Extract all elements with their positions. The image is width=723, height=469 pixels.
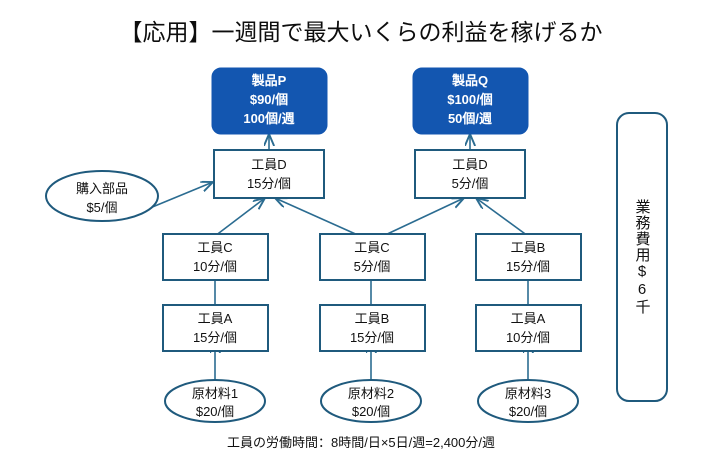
worker-a-left-box[interactable] — [162, 304, 269, 352]
connector-workercmiddle-to-workerdright — [382, 198, 464, 237]
connector-purchasedpart-to-workerdleft — [149, 182, 213, 209]
product-q-name: 製品Q — [451, 73, 488, 88]
worker-d-left-name: 工員D — [251, 157, 286, 172]
product-q-price: $100/個 — [447, 92, 493, 107]
worker-b-right-rate: 15分/個 — [506, 259, 550, 274]
product-p-box[interactable] — [211, 67, 328, 135]
node-worker-c-middle[interactable]: 工員C 5分/個 — [319, 233, 426, 281]
worker-c-middle-rate: 5分/個 — [354, 259, 391, 274]
worker-b-right-name: 工員B — [511, 240, 546, 255]
material-1-name: 原材料1 — [192, 386, 238, 401]
purchased-part-name: 購入部品 — [76, 181, 128, 196]
node-worker-c-left[interactable]: 工員C 10分/個 — [162, 233, 269, 281]
node-product-p[interactable]: 製品P $90/個 100個/週 — [211, 67, 328, 135]
node-material-1[interactable]: 原材料1 $20/個 — [164, 379, 266, 423]
node-worker-d-left[interactable]: 工員D 15分/個 — [213, 149, 325, 199]
node-product-q[interactable]: 製品Q $100/個 50個/週 — [412, 67, 529, 135]
product-q-box[interactable] — [412, 67, 529, 135]
worker-b-middle-rate: 15分/個 — [350, 330, 394, 345]
material-2-ellipse[interactable] — [320, 379, 422, 423]
worker-d-right-rate: 5分/個 — [452, 176, 489, 191]
purchased-part-ellipse[interactable] — [45, 170, 159, 222]
product-p-name: 製品P — [251, 73, 287, 88]
worker-a-left-name: 工員A — [198, 311, 233, 326]
connector-workercmiddle-to-workerdleft — [275, 198, 361, 237]
worker-b-middle-name: 工員B — [355, 311, 390, 326]
worker-d-right-box[interactable] — [414, 149, 526, 199]
worker-a-right-rate: 10分/個 — [506, 330, 550, 345]
worker-a-right-box[interactable] — [475, 304, 582, 352]
product-p-price: $90/個 — [250, 92, 288, 107]
node-worker-b-right[interactable]: 工員B 15分/個 — [475, 233, 582, 281]
worker-c-middle-box[interactable] — [319, 233, 426, 281]
worker-c-middle-name: 工員C — [354, 240, 389, 255]
worker-d-right-name: 工員D — [452, 157, 487, 172]
node-worker-a-left[interactable]: 工員A 15分/個 — [162, 304, 269, 352]
node-material-2[interactable]: 原材料2 $20/個 — [320, 379, 422, 423]
operating-cost-box[interactable] — [616, 112, 668, 402]
worker-c-left-rate: 10分/個 — [193, 259, 237, 274]
material-1-ellipse[interactable] — [164, 379, 266, 423]
working-hours-caption: 工員の労働時間：8時間/日×5日/週=2,400分/週 — [227, 435, 495, 450]
material-3-ellipse[interactable] — [477, 379, 579, 423]
node-purchased-part[interactable]: 購入部品 $5/個 — [45, 170, 159, 222]
product-p-volume: 100個/週 — [243, 111, 294, 126]
material-2-price: $20/個 — [352, 404, 390, 419]
material-2-name: 原材料2 — [348, 386, 394, 401]
material-3-price: $20/個 — [509, 404, 547, 419]
node-material-3[interactable]: 原材料3 $20/個 — [477, 379, 579, 423]
node-operating-cost[interactable] — [616, 112, 668, 402]
purchased-part-price: $5/個 — [86, 200, 117, 215]
worker-c-left-box[interactable] — [162, 233, 269, 281]
worker-d-left-box[interactable] — [213, 149, 325, 199]
material-1-price: $20/個 — [196, 404, 234, 419]
worker-c-left-name: 工員C — [197, 240, 232, 255]
node-worker-b-middle[interactable]: 工員B 15分/個 — [319, 304, 426, 352]
worker-b-middle-box[interactable] — [319, 304, 426, 352]
connector-workerbright-to-workerdright — [476, 198, 529, 237]
product-q-volume: 50個/週 — [448, 111, 492, 126]
material-3-name: 原材料3 — [505, 386, 551, 401]
worker-b-right-box[interactable] — [475, 233, 582, 281]
node-worker-d-right[interactable]: 工員D 5分/個 — [414, 149, 526, 199]
page-title: 【応用】一週間で最大いくらの利益を稼げるか — [120, 19, 603, 45]
node-worker-a-right[interactable]: 工員A 10分/個 — [475, 304, 582, 352]
worker-a-right-name: 工員A — [511, 311, 546, 326]
connector-workercleft-to-workerdleft — [214, 198, 265, 237]
worker-a-left-rate: 15分/個 — [193, 330, 237, 345]
worker-d-left-rate: 15分/個 — [247, 176, 291, 191]
